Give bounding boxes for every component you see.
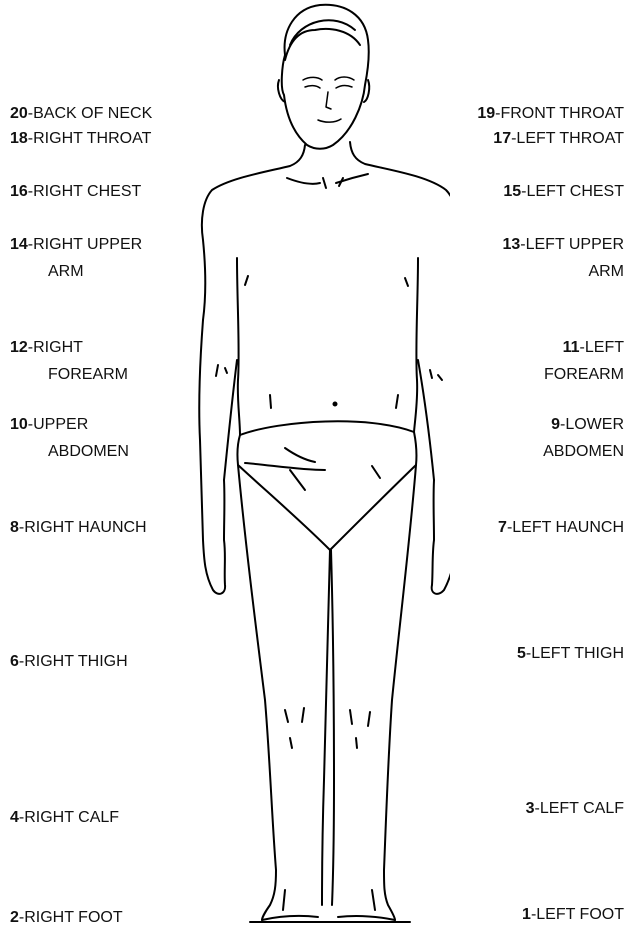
label-text: FOREARM [544, 366, 624, 383]
label-text: -RIGHT [28, 339, 83, 356]
label-right-haunch: 8-RIGHT HAUNCH [10, 516, 147, 540]
face-details [303, 77, 354, 122]
label-left-chest: 15-LEFT CHEST [503, 180, 624, 204]
label-number: 19 [477, 105, 495, 122]
label-number: 11 [563, 339, 580, 356]
label-number: 18 [10, 130, 28, 147]
label-number: 20 [10, 105, 28, 122]
label-text: -RIGHT FOOT [19, 909, 123, 926]
label-number: 5 [517, 645, 526, 662]
label-text: -BACK OF NECK [28, 105, 152, 122]
legs-outline [238, 465, 416, 920]
label-text: -LEFT FOOT [531, 906, 624, 923]
label-right-forearm: 12-RIGHT [10, 336, 83, 360]
label-right-upper-arm-cont: ARM [10, 260, 84, 284]
label-left-calf: 3-LEFT CALF [526, 797, 624, 821]
label-number: 12 [10, 339, 28, 356]
label-number: 15 [503, 183, 521, 200]
label-number: 6 [10, 653, 19, 670]
label-right-throat: 18-RIGHT THROAT [10, 127, 151, 151]
label-number: 17 [493, 130, 511, 147]
label-right-calf: 4-RIGHT CALF [10, 806, 119, 830]
label-text: -RIGHT CALF [19, 809, 119, 826]
label-text: -LEFT UPPER [520, 236, 624, 253]
label-text: -LEFT THROAT [511, 130, 624, 147]
label-left-forearm: 11-LEFT [563, 336, 624, 360]
label-text: -LEFT HAUNCH [507, 519, 624, 536]
label-back-of-neck: 20-BACK OF NECK [10, 102, 152, 126]
label-text: -RIGHT THROAT [28, 130, 152, 147]
label-text: -RIGHT CHEST [28, 183, 141, 200]
label-number: 16 [10, 183, 28, 200]
label-text: -LEFT CHEST [521, 183, 624, 200]
label-text: -UPPER [28, 416, 88, 433]
label-upper-abdomen-cont: ABDOMEN [10, 440, 129, 464]
label-text: ARM [48, 263, 84, 280]
label-left-thigh: 5-LEFT THIGH [517, 642, 624, 666]
label-text: -LOWER [560, 416, 624, 433]
label-lower-abdomen-cont: ABDOMEN [543, 440, 624, 464]
label-text: -RIGHT HAUNCH [19, 519, 147, 536]
label-number: 9 [551, 416, 560, 433]
label-text: -FRONT THROAT [495, 105, 624, 122]
label-number: 7 [498, 519, 507, 536]
label-number: 4 [10, 809, 19, 826]
torso-outline [202, 142, 450, 435]
label-right-thigh: 6-RIGHT THIGH [10, 650, 128, 674]
label-upper-abdomen: 10-UPPER [10, 413, 88, 437]
label-number: 3 [526, 800, 535, 817]
label-left-upper-arm-cont: ARM [588, 260, 624, 284]
label-number: 2 [10, 909, 19, 926]
label-text: ARM [588, 263, 624, 280]
label-right-forearm-cont: FOREARM [10, 363, 128, 387]
label-lower-abdomen: 9-LOWER [551, 413, 624, 437]
label-text: -RIGHT THIGH [19, 653, 128, 670]
label-number: 10 [10, 416, 28, 433]
label-text: -LEFT [580, 339, 624, 356]
label-text: FOREARM [48, 366, 128, 383]
label-text: -LEFT THIGH [526, 645, 624, 662]
label-text: -RIGHT UPPER [28, 236, 142, 253]
label-number: 1 [522, 906, 531, 923]
label-number: 8 [10, 519, 19, 536]
label-left-upper-arm: 13-LEFT UPPER [502, 233, 624, 257]
label-text: ABDOMEN [543, 443, 624, 460]
head-outline [278, 5, 369, 149]
label-left-foot: 1-LEFT FOOT [522, 903, 624, 927]
label-text: -LEFT CALF [535, 800, 625, 817]
label-left-haunch: 7-LEFT HAUNCH [498, 516, 624, 540]
label-right-upper-arm: 14-RIGHT UPPER [10, 233, 142, 257]
label-left-forearm-cont: FOREARM [544, 363, 624, 387]
label-right-chest: 16-RIGHT CHEST [10, 180, 141, 204]
label-left-throat: 17-LEFT THROAT [493, 127, 624, 151]
underwear-outline [237, 421, 416, 550]
body-figure [180, 0, 450, 933]
label-number: 14 [10, 236, 28, 253]
label-right-foot: 2-RIGHT FOOT [10, 906, 123, 930]
label-number: 13 [502, 236, 520, 253]
label-front-throat: 19-FRONT THROAT [477, 102, 624, 126]
label-text: ABDOMEN [48, 443, 129, 460]
